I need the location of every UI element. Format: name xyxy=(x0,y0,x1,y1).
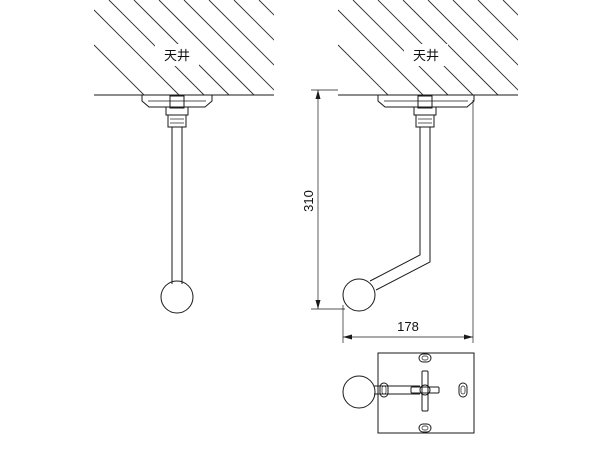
right-ceiling-label: 天井 xyxy=(413,49,439,64)
plan-screw-slot-bottom xyxy=(418,423,432,433)
width-dimension-label: 178 xyxy=(397,319,419,334)
right-ceiling-hatch xyxy=(338,0,518,95)
right-ceiling: 天井 xyxy=(338,0,518,96)
plan-screw-slot-right xyxy=(458,382,468,398)
width-dimension: 178 xyxy=(342,100,474,343)
plan-screw-slot-top xyxy=(418,353,432,363)
height-dimension: 310 xyxy=(301,89,345,310)
left-ceiling: 天井 xyxy=(94,0,274,96)
plan-ball-knob xyxy=(342,375,376,409)
plan-swivel-hub xyxy=(410,370,440,412)
right-ball-knob xyxy=(342,278,376,312)
left-ball-knob xyxy=(160,280,194,314)
height-dimension-label: 310 xyxy=(301,190,316,212)
left-ceiling-hatch xyxy=(94,0,274,95)
right-mount-bracket xyxy=(377,95,475,128)
plan-mount-plate xyxy=(377,352,475,434)
plan-view xyxy=(342,352,475,434)
left-ceiling-label: 天井 xyxy=(164,49,190,64)
left-rod xyxy=(171,127,183,284)
plan-screw-slot-left xyxy=(379,382,389,398)
plan-rod xyxy=(374,385,420,395)
right-bent-rod xyxy=(369,127,431,291)
left-mount-bracket xyxy=(141,95,213,128)
